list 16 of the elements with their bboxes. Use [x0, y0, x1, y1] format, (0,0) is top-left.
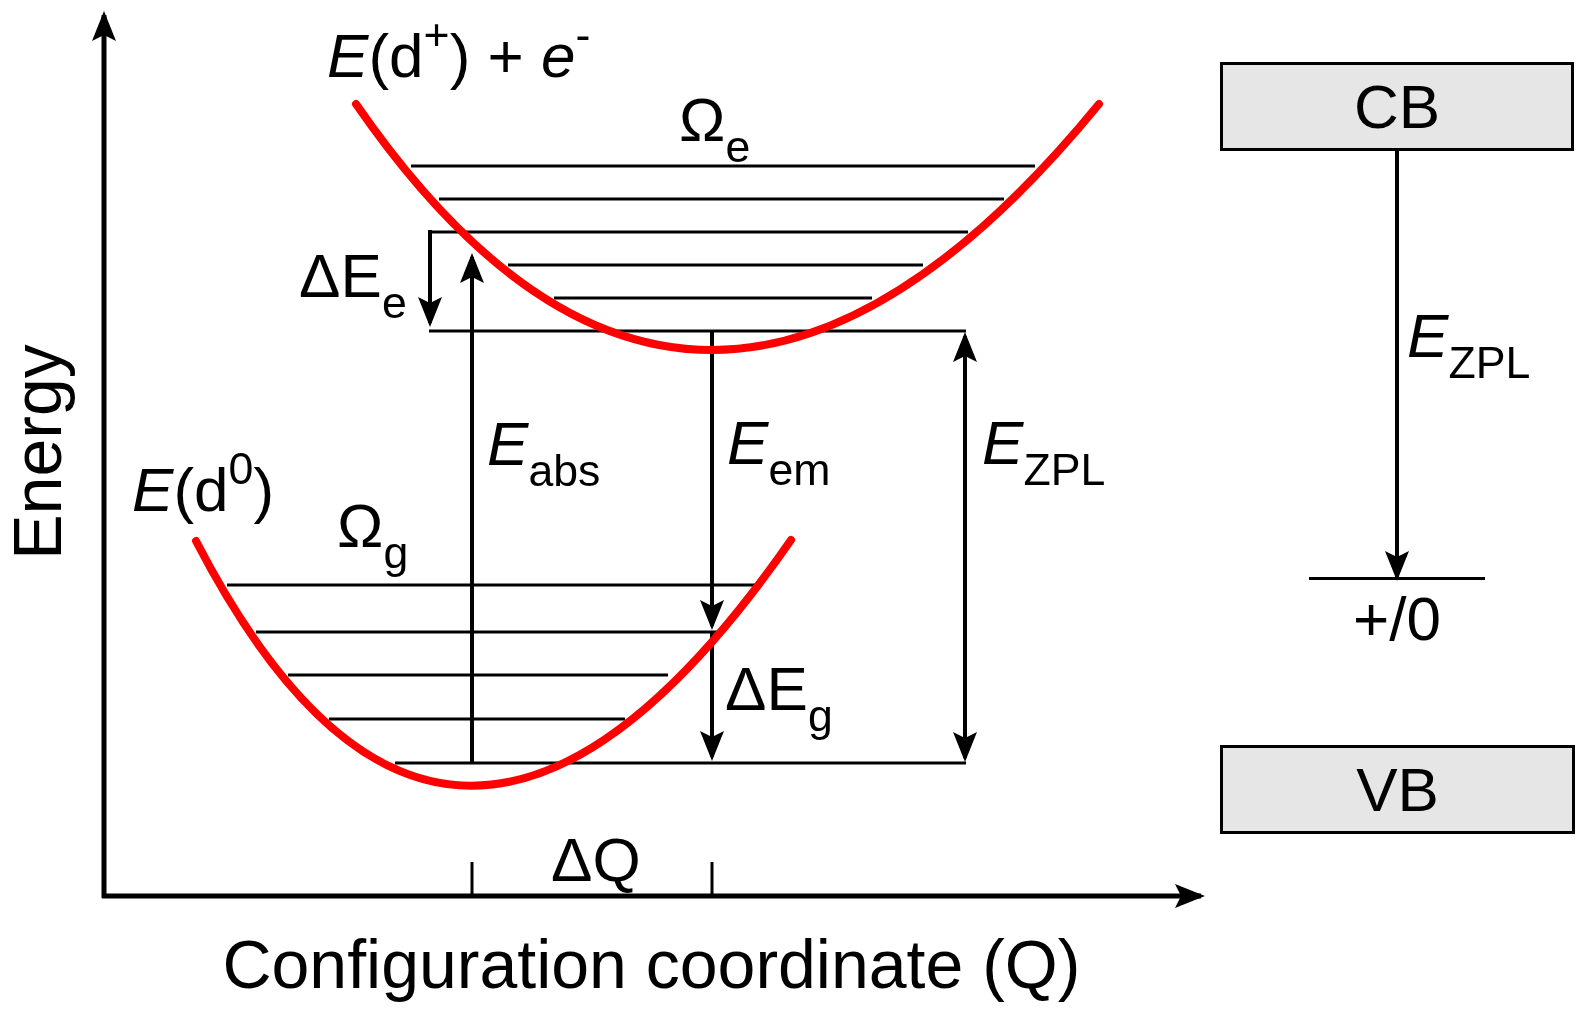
phonon-energy-label: Ω$_{g}$ [336, 490, 410, 580]
phonon-energy-label: Ω$_{e}$ [678, 84, 752, 174]
axis-title: Configuration coordinate (Q) [221, 925, 1082, 1005]
edge-label: E$_{ZPL}$ [1406, 300, 1532, 390]
relaxation-energy-label: ΔE$_{g}$ [724, 653, 834, 743]
absorption-energy-label: E$_{abs}$ [486, 408, 602, 498]
defect-level: +/0 [1309, 577, 1485, 656]
axis-title: Energy [0, 343, 76, 562]
curve-label: E(d$^{+}$) + e$^{-}$ [326, 16, 592, 93]
curve-label: E(d$^{0}$) [131, 450, 276, 527]
energy-band-box: CB [1220, 62, 1574, 151]
displacement-label: ΔQ [550, 824, 642, 897]
emission-energy-label: E$_{em}$ [726, 407, 832, 497]
relaxation-energy-label: ΔE$_{e}$ [298, 240, 408, 330]
energy-band-box: VB [1220, 745, 1575, 834]
zero-phonon-energy-label: E$_{ZPL}$ [981, 407, 1107, 497]
